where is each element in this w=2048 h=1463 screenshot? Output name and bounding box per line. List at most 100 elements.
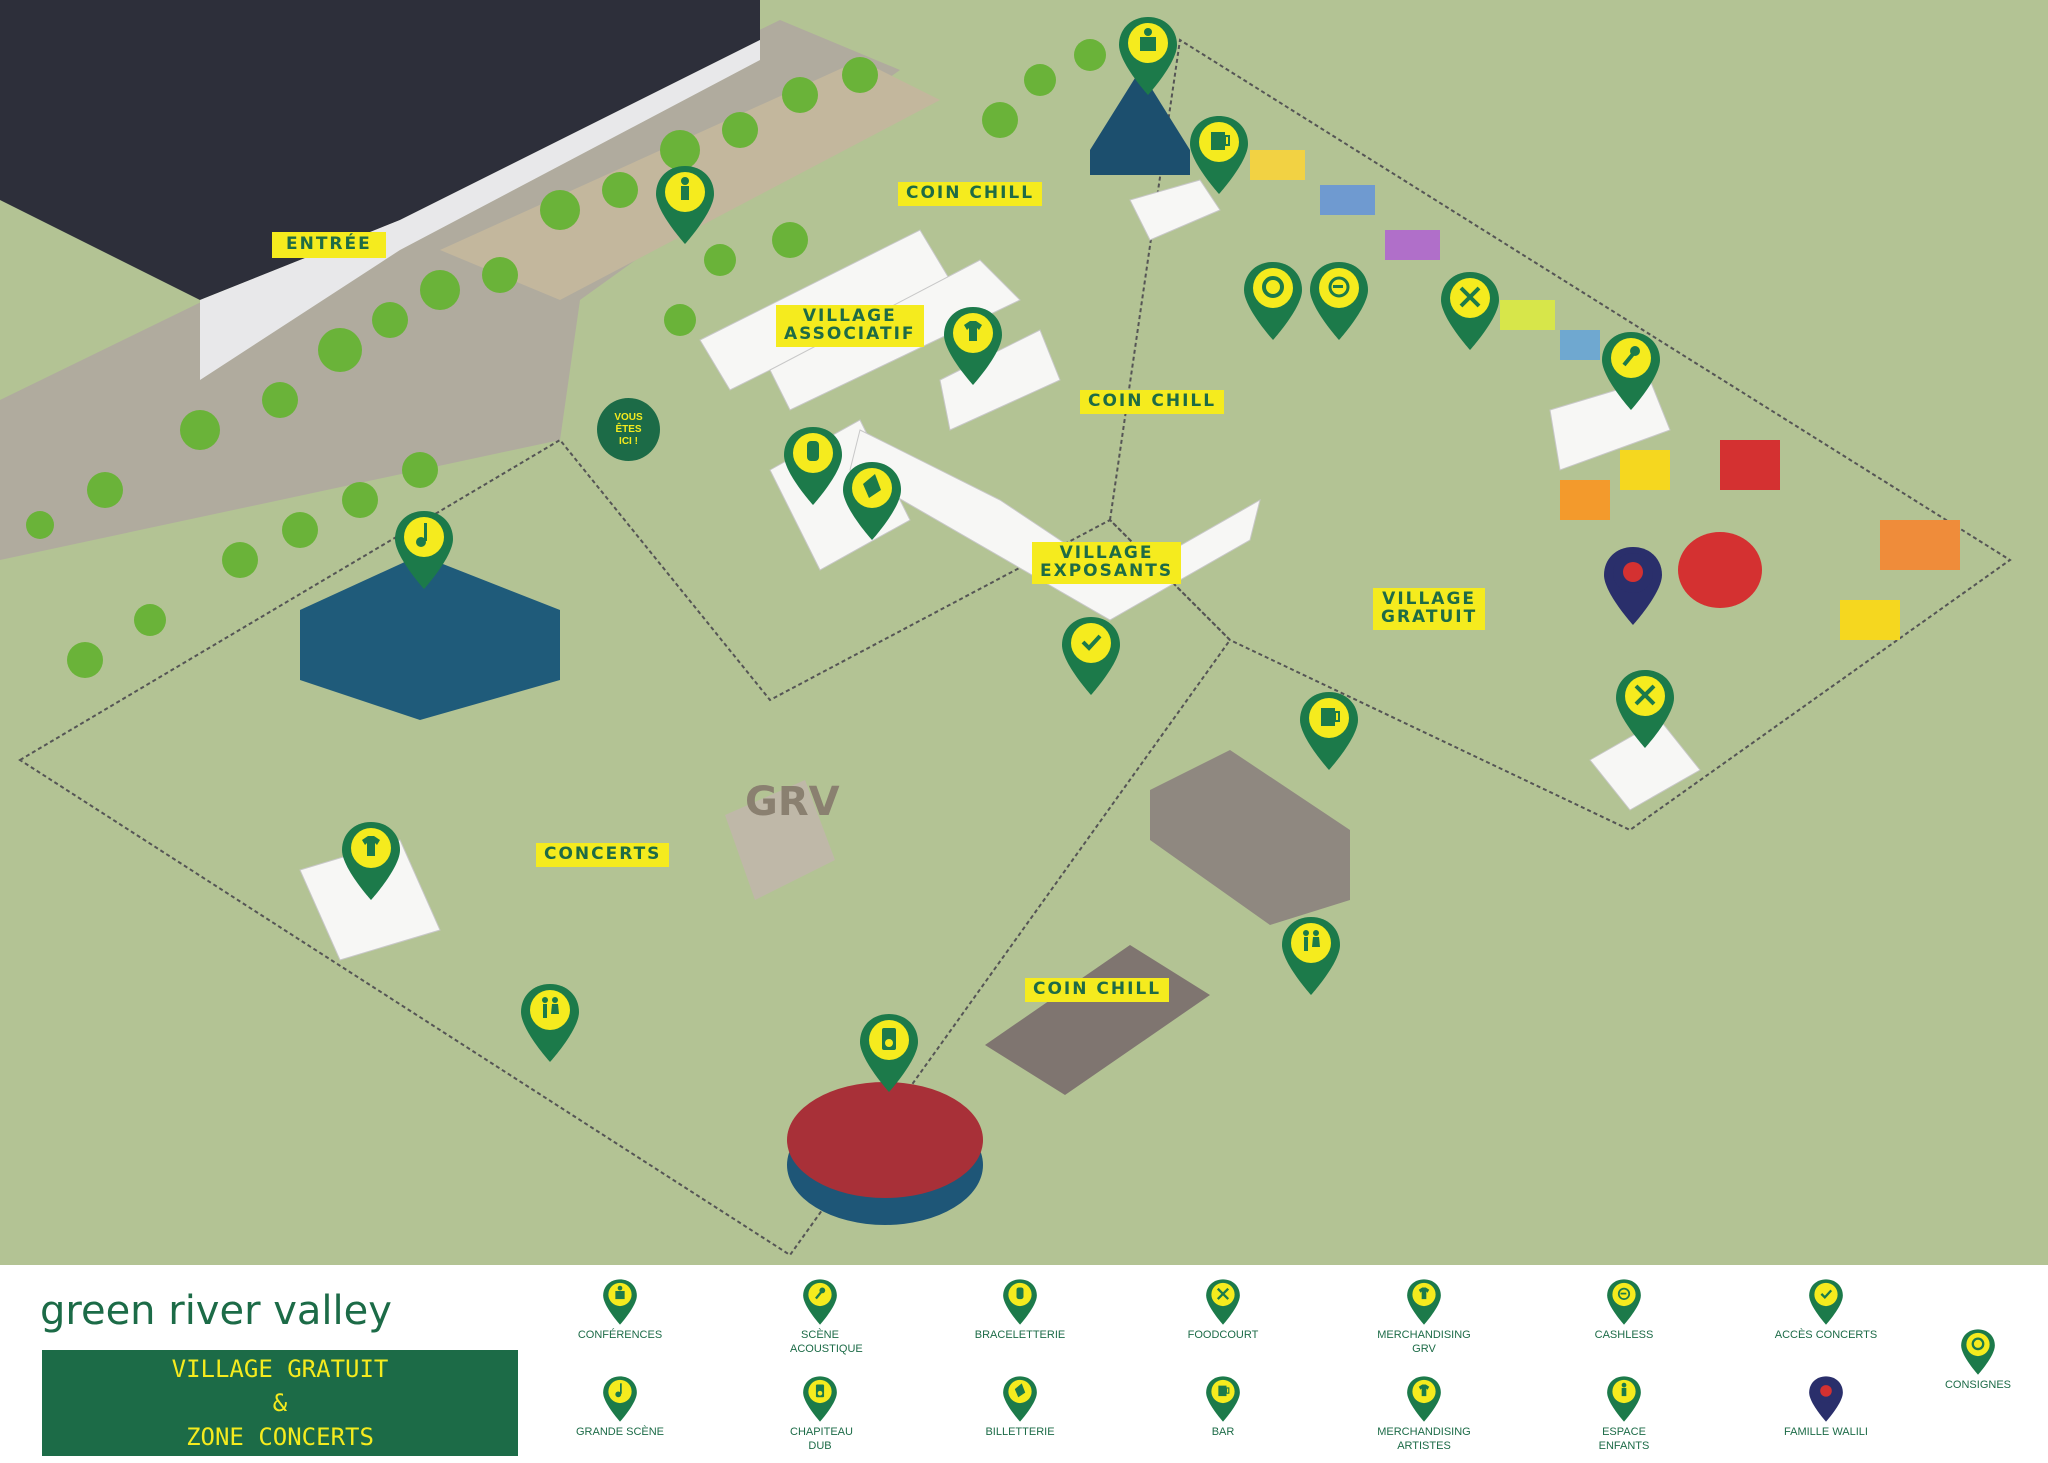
coin-chill-label-3: COIN CHILL — [1025, 978, 1170, 1002]
walili-icon — [1808, 1375, 1844, 1423]
chapiteau-dub-top — [787, 1082, 983, 1198]
consignes-pin[interactable] — [1242, 260, 1304, 342]
bracelets-pin[interactable] — [782, 425, 844, 507]
billetterie-pin[interactable] — [841, 460, 903, 542]
legend-item-consignes: CONSIGNES — [1903, 1328, 2048, 1393]
famille-walili-pin[interactable] — [1602, 545, 1664, 627]
grande-scene-tent — [300, 555, 560, 720]
legend-item-acces-concerts: ACCÈS CONCERTS — [1751, 1278, 1901, 1343]
bar-pin-2[interactable] — [1298, 690, 1360, 772]
you-line3: ICI ! — [619, 435, 638, 447]
legend-label: BILLETTERIE — [985, 1426, 1055, 1438]
speaker-icon — [802, 1375, 838, 1423]
village-associatif-line2: ASSOCIATIF — [784, 323, 916, 344]
legend-label: CASHLESS — [1594, 1329, 1654, 1341]
espace-enfants-pin[interactable] — [654, 164, 716, 246]
stall-2 — [1620, 450, 1670, 490]
wristband-icon — [1002, 1278, 1038, 1326]
you-line1: VOUS — [614, 411, 643, 423]
shirt-icon — [1406, 1278, 1442, 1326]
foodcourt-pin-1[interactable] — [1439, 270, 1501, 352]
building-roof — [0, 0, 760, 300]
legend-item-cashless: CASHLESS — [1549, 1278, 1699, 1343]
legend-label: GRANDE SCÈNE — [575, 1426, 665, 1438]
fork-knife-icon — [1205, 1278, 1241, 1326]
coin-chill-label-2: COIN CHILL — [1080, 390, 1225, 414]
conference-tent — [1090, 70, 1190, 175]
legend-item-famille-walili: FAMILLE WALILI — [1751, 1375, 1901, 1440]
legend-item-scene-acoustique: SCÈNE ACOUSTIQUE — [745, 1278, 895, 1357]
zone-title-line2: & — [272, 1389, 288, 1417]
legend-item-bracelets: BRACELETTERIE — [945, 1278, 1095, 1343]
zone-title-line1: VILLAGE GRATUIT — [171, 1355, 389, 1383]
merch-grv-pin[interactable] — [340, 820, 402, 902]
toilets-pin-2[interactable] — [519, 982, 581, 1064]
legend-label: BAR — [1211, 1426, 1235, 1438]
trees — [26, 39, 1106, 678]
grv-sign: GRV — [745, 779, 840, 825]
lectern-icon — [602, 1278, 638, 1326]
checkmark-icon — [1808, 1278, 1844, 1326]
coin-chill-label-1: COIN CHILL — [898, 182, 1043, 206]
building-wall — [200, 40, 760, 380]
merch-artistes-pin[interactable] — [942, 305, 1004, 387]
microphone-icon — [802, 1278, 838, 1326]
legend-item-merch-grv: MERCHANDISING GRV — [1349, 1278, 1499, 1357]
acces-concerts-pin[interactable] — [1060, 615, 1122, 697]
zone-title-line3: ZONE CONCERTS — [186, 1423, 374, 1451]
chapiteau-dub-pin[interactable] — [858, 1012, 920, 1094]
stall-1 — [1560, 480, 1610, 520]
legend-label: FAMILLE WALILI — [1784, 1426, 1868, 1438]
bar-area — [1150, 750, 1350, 925]
legend-item-espace-enfants: ESPACE ENFANTS — [1549, 1375, 1699, 1454]
legend-item-bar: BAR — [1148, 1375, 1298, 1440]
legend-label: MERCHANDISING ARTISTES — [1377, 1426, 1471, 1452]
conferences-pin[interactable] — [1117, 15, 1179, 97]
village-exposants-label: VILLAGE EXPOSANTS — [1032, 542, 1182, 584]
you-line2: ÊTES — [615, 423, 642, 435]
legend-label: CHAPITEAU DUB — [790, 1426, 853, 1452]
village-gratuit-line2: GRATUIT — [1381, 606, 1478, 627]
legend-label: FOODCOURT — [1187, 1329, 1259, 1341]
village-exposants-line2: EXPOSANTS — [1040, 560, 1174, 581]
grande-scene-pin[interactable] — [393, 509, 455, 591]
zone-title-box: VILLAGE GRATUIT & ZONE CONCERTS — [42, 1350, 518, 1456]
village-exposants-line1: VILLAGE — [1059, 543, 1154, 563]
child-icon — [1606, 1375, 1642, 1423]
beer-icon — [1205, 1375, 1241, 1423]
legend-label: ACCÈS CONCERTS — [1774, 1329, 1878, 1341]
legend-label: MERCHANDISING GRV — [1377, 1329, 1471, 1355]
legend-item-foodcourt: FOODCOURT — [1148, 1278, 1298, 1343]
food-trucks — [1250, 150, 1600, 360]
scene-acoustique-pin[interactable] — [1600, 330, 1662, 412]
foodcourt-pin-2[interactable] — [1614, 668, 1676, 750]
legend-label: CONSIGNES — [1944, 1379, 2011, 1391]
stall-3 — [1720, 440, 1780, 490]
brand-title: green river valley — [40, 1288, 392, 1334]
recycle-icon — [1960, 1328, 1996, 1376]
village-gratuit-line1: VILLAGE — [1382, 589, 1477, 609]
legend-item-billetterie: BILLETTERIE — [945, 1375, 1095, 1440]
village-associatif-line1: VILLAGE — [802, 306, 897, 326]
village-fence — [1108, 38, 2012, 832]
you-are-here-marker: VOUS ÊTES ICI ! — [597, 398, 660, 461]
legend-item-conferences: CONFÉRENCES — [545, 1278, 695, 1343]
bar-pin-1[interactable] — [1188, 114, 1250, 196]
legend-item-chapiteau-dub: CHAPITEAU DUB — [745, 1375, 895, 1454]
ticket-icon — [1002, 1375, 1038, 1423]
carousel — [1678, 532, 1762, 608]
stall-4 — [1880, 520, 1960, 570]
legend-label: SCÈNE ACOUSTIQUE — [790, 1329, 863, 1355]
legend-label: ESPACE ENFANTS — [1598, 1426, 1650, 1452]
legend-label: CONFÉRENCES — [577, 1329, 663, 1341]
legend-label: BRACELETTERIE — [974, 1329, 1066, 1341]
concerts-label: CONCERTS — [536, 843, 670, 867]
euro-icon — [1606, 1278, 1642, 1326]
entree-label: ENTRÉE — [272, 232, 386, 258]
legend-item-merch-artistes: MERCHANDISING ARTISTES — [1349, 1375, 1499, 1454]
music-note-icon — [602, 1375, 638, 1423]
toilets-pin-1[interactable] — [1280, 915, 1342, 997]
cashless-pin[interactable] — [1308, 260, 1370, 342]
shirt-icon — [1406, 1375, 1442, 1423]
grv-sign-structure — [725, 780, 835, 900]
